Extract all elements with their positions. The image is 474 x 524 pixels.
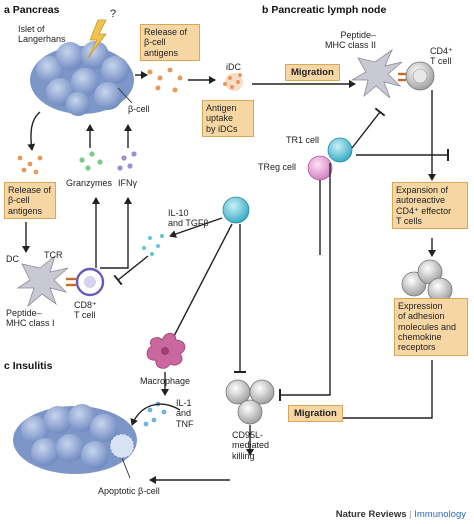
expanded-t-cells-icon — [401, 259, 453, 303]
idc-label: iDC — [226, 62, 241, 72]
dc-mhc1-icon — [16, 254, 69, 308]
journal-name: Nature Reviews — [335, 509, 407, 520]
treg-label: TReg cell — [258, 162, 297, 172]
il10-label: IL-10 and TGFβ — [168, 208, 209, 229]
peptide-mhc1-label: Peptide– MHC class I — [6, 308, 55, 329]
migration-top-box: Migration — [285, 64, 340, 81]
antigen-dots-left — [17, 155, 43, 175]
tr1-label: TR1 cell — [286, 135, 320, 145]
effector-t-cells-icon — [225, 379, 275, 425]
panel-c-header: c Insulitis — [4, 360, 53, 372]
t-cell-icon — [398, 61, 435, 91]
cd95l-label: CD95L- mediated killing — [232, 430, 270, 461]
journal-footer: Nature Reviews | Immunology — [336, 509, 466, 520]
il1-tnf-label: IL-1 and TNF — [176, 398, 194, 429]
cd8-t-cell-icon — [66, 267, 105, 297]
expansion-box: Expansion of autoreactive CD4⁺ effector … — [392, 182, 468, 230]
dc-label: DC — [6, 254, 19, 264]
tr1-cell-icon — [327, 137, 353, 163]
macrophage-icon — [146, 332, 186, 369]
regulatory-cell-icon — [222, 196, 250, 224]
il10-dots — [142, 234, 164, 256]
footer-separator: | — [409, 509, 412, 520]
antigen-uptake-box: Antigen uptake by iDCs — [202, 100, 254, 138]
beta-cell-pointer — [117, 87, 133, 104]
peptide-mhc2-label: Peptide– MHC class II — [325, 30, 377, 51]
apoptotic-label: Apoptotic β-cell — [98, 486, 160, 496]
question-mark: ? — [110, 8, 117, 20]
beta-cell-label: β-cell — [128, 104, 150, 114]
journal-topic: Immunology — [414, 509, 466, 520]
il1-dots — [143, 401, 167, 427]
insulitis-islet-icon — [13, 404, 137, 474]
tcr-label: TCR — [44, 250, 63, 260]
islet-label: Islet of Langerhans — [18, 24, 66, 45]
ifng-dots — [117, 151, 137, 171]
dc-mhc2-icon — [350, 48, 403, 99]
lightning-icon — [87, 19, 107, 59]
antigen-dots-top — [147, 67, 183, 93]
cd4-label: CD4⁺ T cell — [430, 46, 453, 67]
treg-cell-icon — [307, 155, 333, 181]
migration-bottom-box: Migration — [288, 405, 343, 422]
granzyme-dots — [79, 151, 103, 171]
islet-icon — [30, 41, 134, 116]
release-antigens-left-box: Release of β-cell antigens — [4, 182, 56, 220]
apoptotic-pointer — [121, 457, 131, 479]
release-antigens-box: Release of β-cell antigens — [140, 24, 200, 62]
panel-b-header: b Pancreatic lymph node — [262, 4, 387, 16]
ifng-label: IFNγ — [118, 178, 137, 188]
macrophage-label: Macrophage — [140, 376, 191, 386]
cd8-label: CD8⁺ T cell — [74, 300, 97, 321]
granzymes-label: Granzymes — [66, 178, 113, 188]
dc-icon — [223, 73, 243, 91]
panel-a-header: a Pancreas — [4, 4, 60, 16]
expression-box: Expression of adhesion molecules and che… — [394, 298, 468, 356]
